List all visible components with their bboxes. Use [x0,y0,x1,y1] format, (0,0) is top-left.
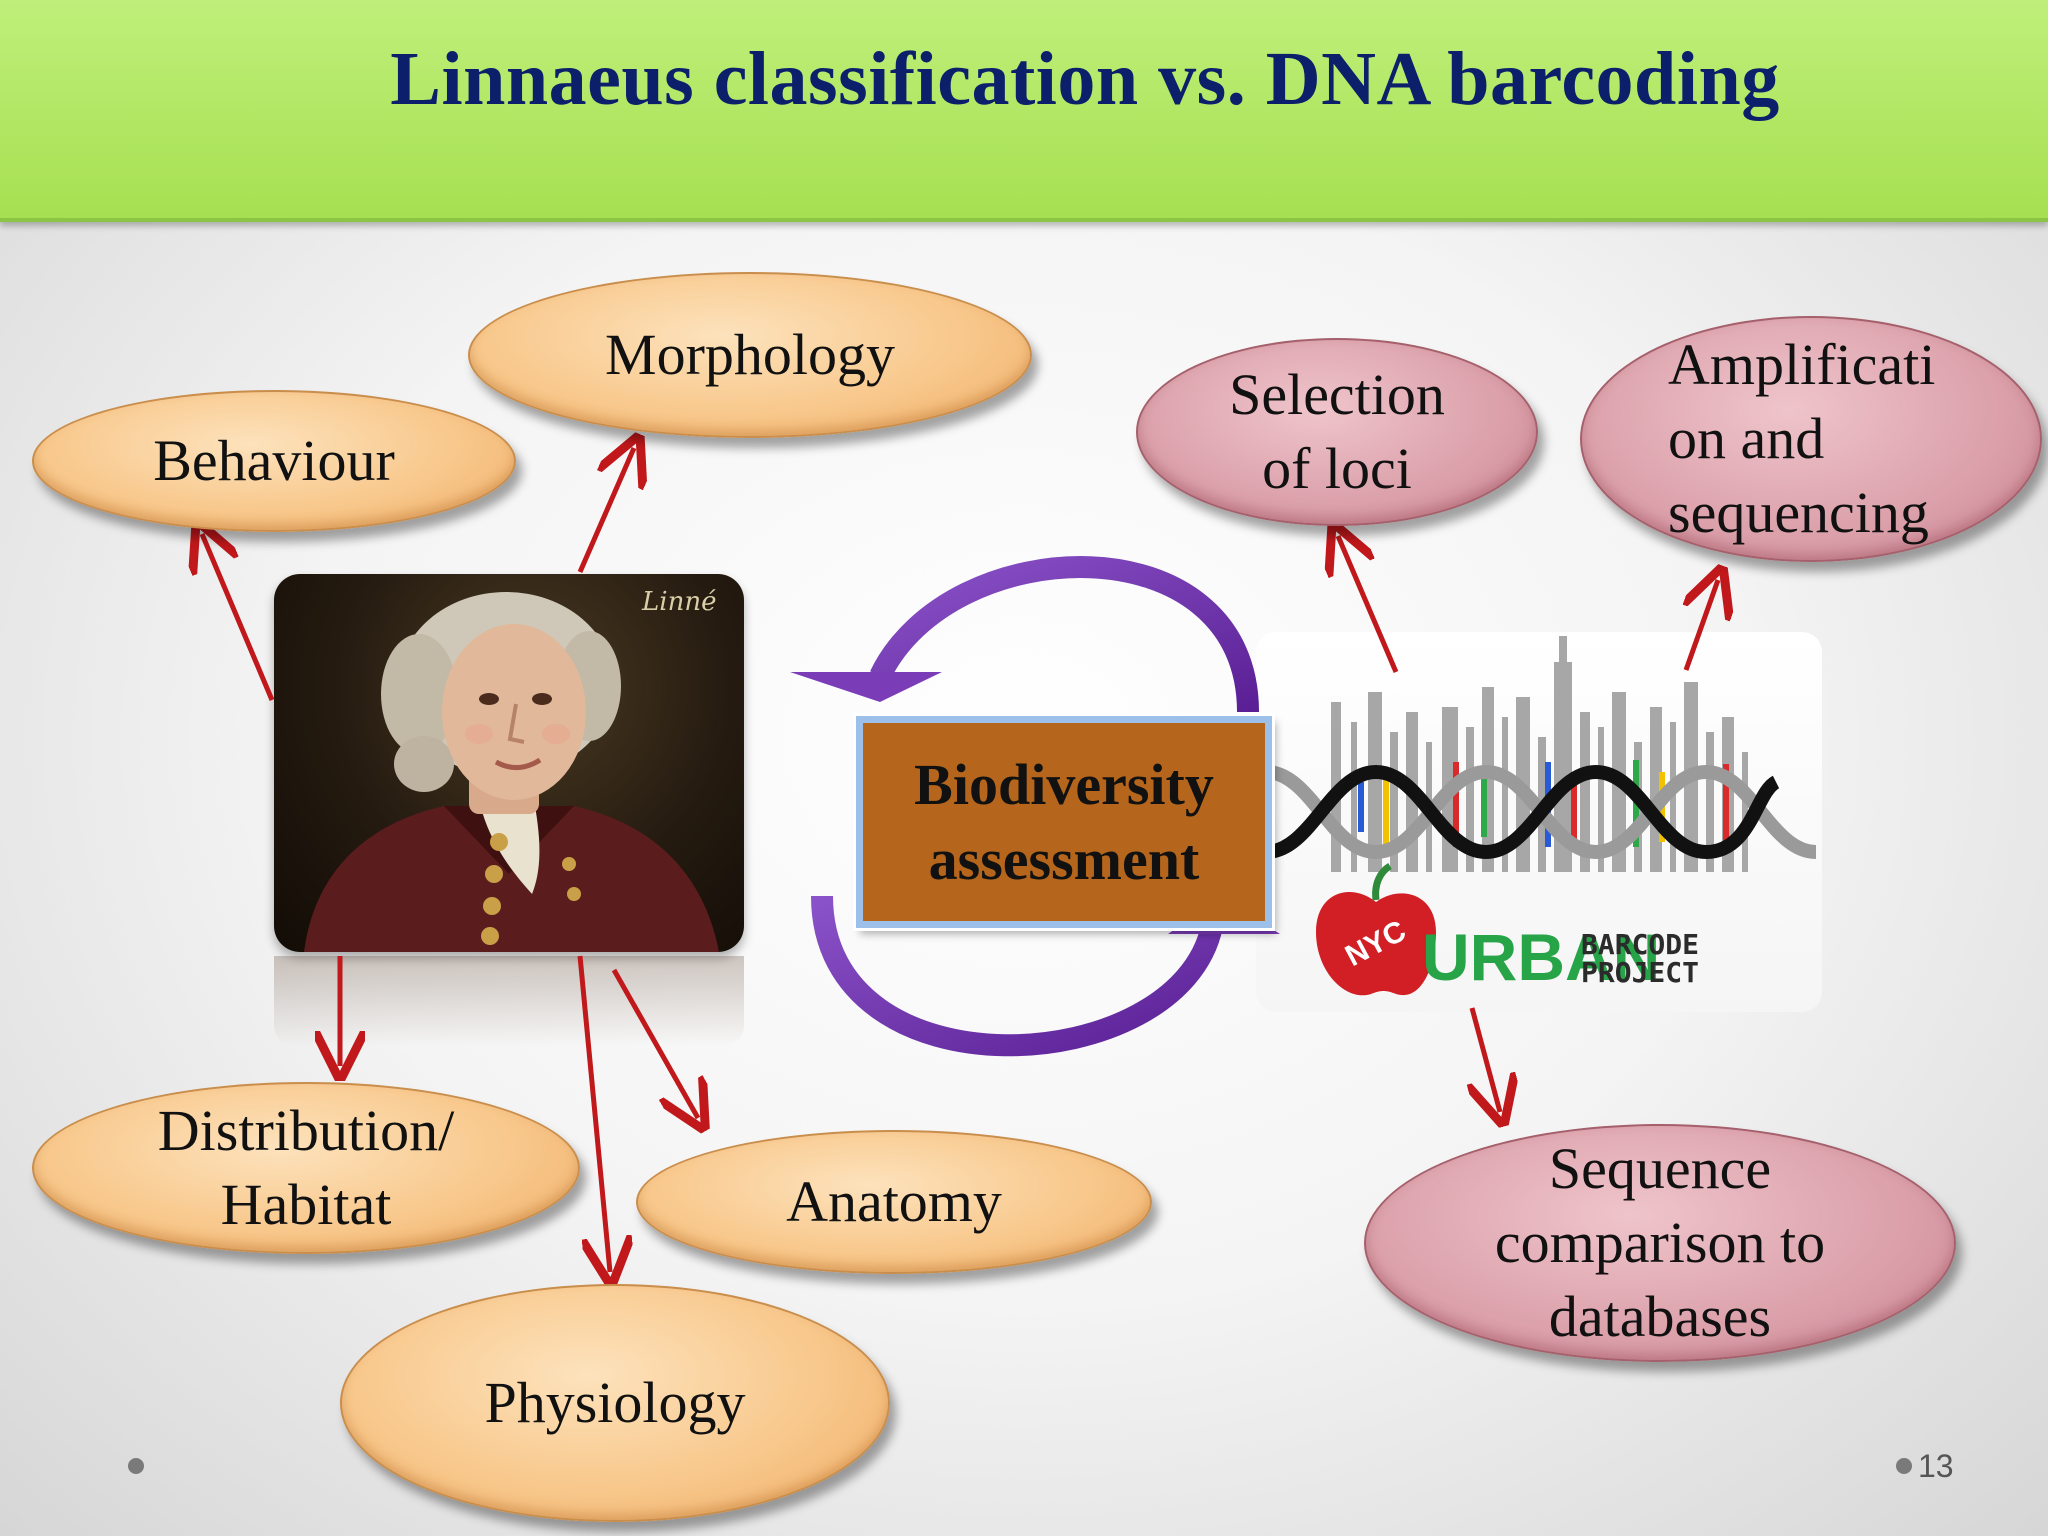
comparison-label-3: databases [1548,1284,1772,1350]
arrow-to-morphology [577,448,634,573]
center-label-2: assessment [928,827,1200,892]
cycle-arrow-bottom [811,895,1223,1057]
comparison-label-1: Sequence [1548,1135,1772,1201]
behaviour-label: Behaviour [153,427,395,493]
selection-label-2: of loci [1262,436,1412,501]
logo-word-barcode: BARCODE [1581,928,1699,961]
arrow-to-anatomy [611,968,698,1118]
distribution-label-1: Distribution/ [157,1097,455,1163]
slide-dot-right [1896,1458,1912,1474]
oval-anatomy: Anatomy [636,1130,1152,1274]
amplification-label-2: on and [1668,405,1825,471]
cycle-arrow-top [870,556,1259,713]
arrow-to-behaviour [202,534,275,701]
logo-word-project: PROJECT [1581,956,1699,989]
morphology-label: Morphology [605,321,895,387]
biodiversity-assessment-box: Biodiversity assessment [856,716,1272,928]
amplification-label-3: sequencing [1668,480,1929,546]
portrait-signature: Linné [641,587,716,617]
selection-label-1: Selection [1229,361,1445,427]
slide-dot-left [128,1458,144,1474]
comparison-label-2: comparison to [1494,1209,1826,1275]
oval-behaviour: Behaviour [32,390,516,532]
slide-title: Linnaeus classification vs. DNA barcodin… [390,37,1780,121]
oval-physiology: Physiology [340,1284,890,1522]
oval-distribution: Distribution/ Habitat [32,1082,580,1254]
logo-graphic: NYC URBAN BARCODE PROJECT [1265,636,1817,996]
portrait-drawing: Linné [304,587,719,952]
arrow-to-comparison [1472,1007,1500,1112]
title-bar [0,0,2048,222]
amplification-label-1: Amplificati [1668,331,1936,397]
page-number: 13 [1918,1448,1954,1484]
oval-selection-of-loci: Selection of loci [1136,338,1538,526]
oval-sequence-comparison: Sequence comparison to databases [1364,1124,1956,1362]
logo-word-urban: URBAN [1422,920,1660,994]
oval-amplification: Amplificati on and sequencing [1580,316,2042,562]
anatomy-label: Anatomy [786,1168,1002,1234]
center-label-1: Biodiversity [914,751,1214,817]
physiology-label: Physiology [484,1369,746,1435]
arrow-to-amplification [1686,580,1718,671]
oval-morphology: Morphology [468,272,1032,438]
arrow-to-physiology [577,955,610,1272]
linnaeus-portrait: Linné [274,574,744,952]
urban-barcode-logo: NYC URBAN BARCODE PROJECT [1256,632,1822,1012]
distribution-label-2: Habitat [220,1172,392,1237]
arrow-to-selection [1338,536,1399,673]
